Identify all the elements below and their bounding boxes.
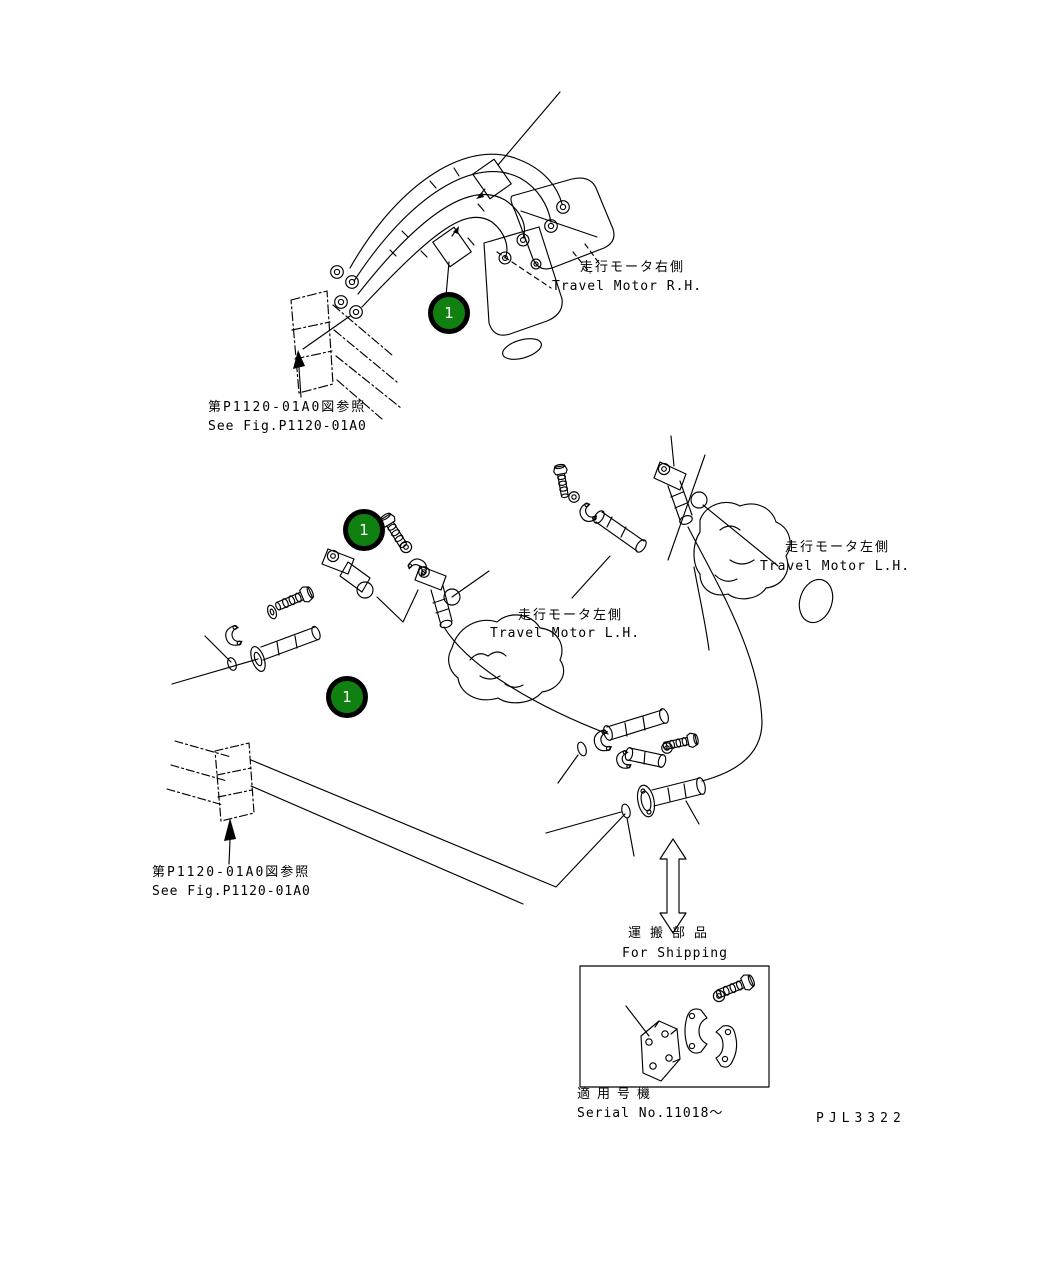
- banjo-fittings-right: [498, 200, 570, 270]
- label-serial-en: Serial No.11018～: [577, 1106, 724, 1121]
- pipe-flange-bottom: [167, 741, 254, 864]
- label-see-fig-top-en: See Fig.P1120-01A0: [208, 419, 367, 434]
- clamp-a: [223, 624, 244, 649]
- drawing-code: PJL3322: [816, 1111, 906, 1126]
- hose-lh-mid: [444, 627, 608, 734]
- label-see-fig-bottom-en: See Fig.P1120-01A0: [152, 884, 311, 899]
- shipping-parts-box: [580, 966, 769, 1087]
- stud-long: [248, 625, 322, 673]
- hose-lh-right: [688, 527, 762, 781]
- bolt-a: [272, 583, 317, 615]
- bolt-washer-clamp-center: [552, 462, 649, 598]
- long-pipe-lines: [251, 760, 625, 904]
- leader-lines-left: [172, 636, 258, 684]
- part-callout-2[interactable]: 1: [343, 509, 385, 551]
- washer-b: [226, 657, 238, 672]
- leader-zigzag: [377, 590, 418, 622]
- see-fig-arrow-top: [293, 350, 305, 397]
- double-arrow-icon: [660, 839, 686, 933]
- label-for-shipping-en: For Shipping: [622, 946, 728, 961]
- elbow-fitting-g: [415, 566, 489, 629]
- label-travel-motor-lh-mid-jp: 走行モータ左側: [518, 608, 624, 623]
- label-travel-motor-rh-jp: 走行モータ右側: [580, 260, 686, 275]
- hose-lh-right-2: [694, 567, 709, 650]
- hose-end-assembly-lower: [546, 777, 707, 856]
- hose-end-assembly-upper: [558, 708, 700, 783]
- part-callout-1[interactable]: 1: [428, 292, 470, 334]
- label-travel-motor-rh-en: Travel Motor R.H.: [552, 279, 703, 294]
- travel-motor-lh-right-sketch: [694, 502, 838, 626]
- part-callout-3[interactable]: 1: [326, 676, 368, 718]
- banjo-fittings-left-cluster: [303, 265, 363, 349]
- label-see-fig-bottom-jp: 第P1120-01A0図参照: [152, 865, 311, 880]
- label-for-shipping-jp: 運搬部品: [628, 926, 717, 941]
- hose-tag-1: [473, 92, 560, 199]
- elbow-fitting-d: [322, 549, 373, 598]
- shipping-parts: [626, 971, 757, 1081]
- label-travel-motor-lh-right-jp: 走行モータ左側: [785, 540, 891, 555]
- label-see-fig-top-jp: 第P1120-01A0図参照: [208, 400, 367, 415]
- travel-motor-lh-mid-sketch: [449, 615, 564, 703]
- label-travel-motor-lh-right-en: Travel Motor L.H.: [760, 559, 911, 574]
- hose-bundle-rh: [350, 154, 562, 307]
- label-serial-jp: 適用号機: [577, 1087, 658, 1102]
- washer-a: [266, 604, 278, 620]
- travel-motor-rh-sketch: [484, 178, 614, 363]
- elbow-fitting-right: [654, 436, 778, 566]
- label-travel-motor-lh-mid-en: Travel Motor L.H.: [490, 626, 641, 641]
